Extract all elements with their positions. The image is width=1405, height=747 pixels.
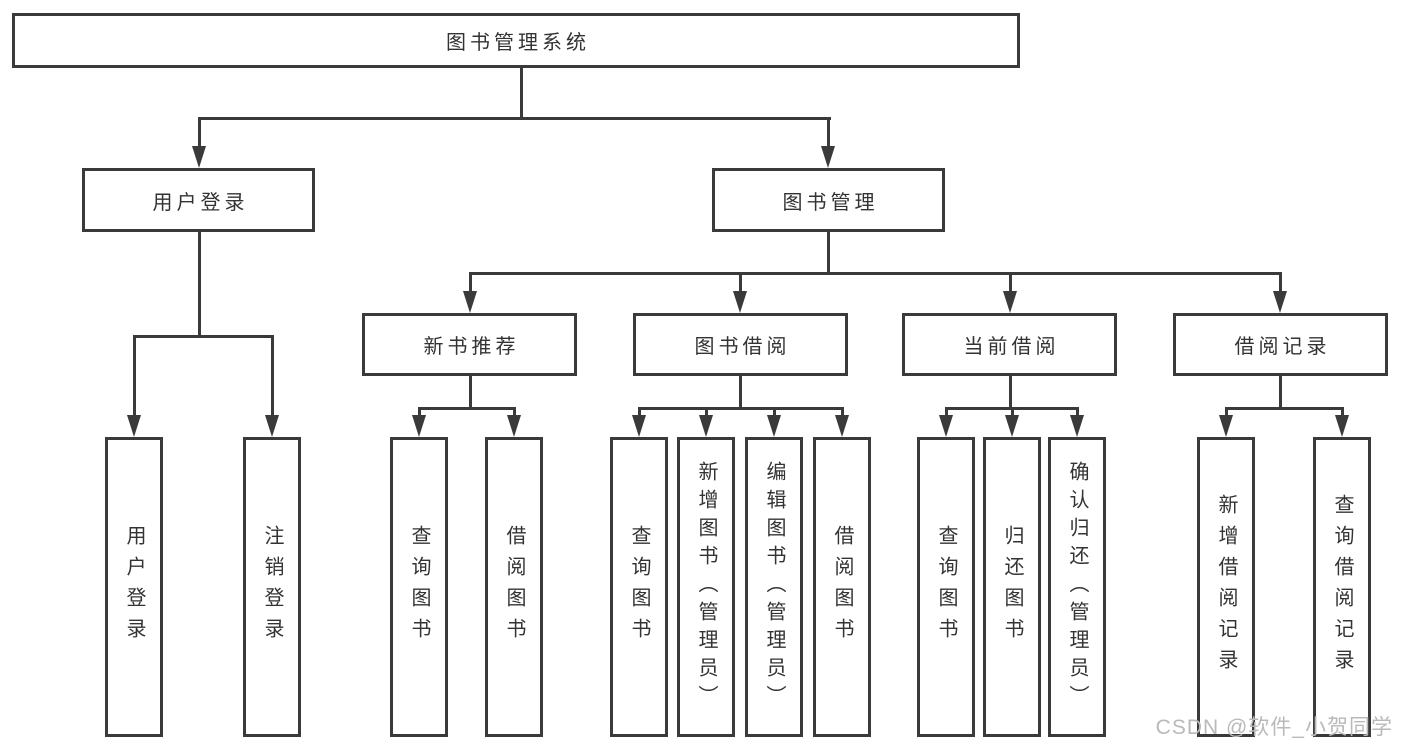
leaf-label: 查询图书	[935, 525, 957, 649]
node-book-management: 图书管理	[712, 168, 945, 232]
arrow-down-icon	[463, 291, 477, 313]
connector-level3-branch	[469, 272, 1282, 275]
connector-branch	[1225, 407, 1344, 410]
arrow-down-icon	[1003, 291, 1017, 313]
leaf-label: 新增图书（管理员）	[695, 461, 717, 713]
leaf-query-book-borrow: 查询图书	[610, 437, 668, 737]
arrow-down-icon	[192, 146, 206, 168]
arrow-down-icon	[632, 415, 646, 437]
connector-drop	[469, 272, 472, 295]
connector-root-stem	[520, 68, 523, 119]
arrow-down-icon	[699, 415, 713, 437]
connector-drop	[1225, 407, 1228, 419]
connector-drop	[841, 407, 844, 419]
arrow-down-icon	[1273, 291, 1287, 313]
arrow-down-icon	[1335, 415, 1349, 437]
csdn-watermark: CSDN @软件_小贺同学	[1155, 716, 1393, 739]
connector-level2-branch	[198, 117, 831, 120]
connector-drop	[1076, 407, 1079, 419]
arrow-down-icon	[1219, 415, 1233, 437]
arrow-down-icon	[127, 415, 141, 437]
connector-drop	[271, 335, 274, 419]
arrow-down-icon	[412, 415, 426, 437]
arrow-down-icon	[835, 415, 849, 437]
connector-book-mgmt-stem	[827, 230, 830, 275]
leaf-user-login: 用户登录	[105, 437, 163, 737]
arrow-down-icon	[821, 146, 835, 168]
leaf-logout: 注销登录	[243, 437, 301, 737]
leaf-confirm-return-admin: 确认归还（管理员）	[1048, 437, 1106, 737]
arrow-down-icon	[507, 415, 521, 437]
connector-drop	[133, 335, 136, 419]
connector-drop	[1279, 272, 1282, 295]
arrow-down-icon	[1070, 415, 1084, 437]
node-borrow-records: 借阅记录	[1173, 313, 1388, 376]
leaf-label: 查询借阅记录	[1331, 494, 1353, 680]
connector-drop-user-login	[198, 117, 201, 150]
leaf-add-borrow-record: 新增借阅记录	[1197, 437, 1255, 737]
connector-drop	[513, 407, 516, 419]
connector-drop	[418, 407, 421, 419]
node-book-borrow: 图书借阅	[633, 313, 848, 376]
leaf-borrow-book-recommend: 借阅图书	[485, 437, 543, 737]
node-user-login: 用户登录	[82, 168, 315, 232]
connector-stem	[469, 374, 472, 410]
connector-drop	[638, 407, 641, 419]
connector-drop	[739, 272, 742, 295]
arrow-down-icon	[767, 415, 781, 437]
connector-drop	[945, 407, 948, 419]
connector-branch	[418, 407, 516, 410]
leaf-label: 编辑图书（管理员）	[763, 461, 785, 713]
connector-drop	[705, 407, 708, 419]
leaf-label: 借阅图书	[831, 525, 853, 649]
leaf-label: 确认归还（管理员）	[1066, 461, 1088, 713]
node-root: 图书管理系统	[12, 13, 1020, 68]
leaf-query-borrow-record: 查询借阅记录	[1313, 437, 1371, 737]
leaf-label: 借阅图书	[503, 525, 525, 649]
connector-drop-book-mgmt	[827, 117, 830, 150]
arrow-down-icon	[733, 291, 747, 313]
arrow-down-icon	[1005, 415, 1019, 437]
leaf-return-book: 归还图书	[983, 437, 1041, 737]
leaf-label: 注销登录	[261, 525, 283, 649]
leaf-label: 用户登录	[123, 525, 145, 649]
leaf-label: 查询图书	[628, 525, 650, 649]
arrow-down-icon	[265, 415, 279, 437]
leaf-query-book-recommend: 查询图书	[390, 437, 448, 737]
connector-user-login-branch	[133, 335, 274, 338]
connector-drop	[1011, 407, 1014, 419]
leaf-borrow-book: 借阅图书	[813, 437, 871, 737]
leaf-add-book-admin: 新增图书（管理员）	[677, 437, 735, 737]
leaf-query-book-current: 查询图书	[917, 437, 975, 737]
connector-stem	[1009, 374, 1012, 410]
leaf-edit-book-admin: 编辑图书（管理员）	[745, 437, 803, 737]
leaf-label: 查询图书	[408, 525, 430, 649]
leaf-label: 新增借阅记录	[1215, 494, 1237, 680]
connector-drop	[773, 407, 776, 419]
leaf-label: 归还图书	[1001, 525, 1023, 649]
node-current-borrow: 当前借阅	[902, 313, 1117, 376]
connector-drop	[1341, 407, 1344, 419]
connector-branch	[638, 407, 844, 410]
node-new-book-recommend: 新书推荐	[362, 313, 577, 376]
connector-drop	[1009, 272, 1012, 295]
connector-stem	[739, 374, 742, 410]
arrow-down-icon	[939, 415, 953, 437]
connector-user-login-stem	[198, 230, 201, 338]
connector-stem	[1279, 374, 1282, 410]
